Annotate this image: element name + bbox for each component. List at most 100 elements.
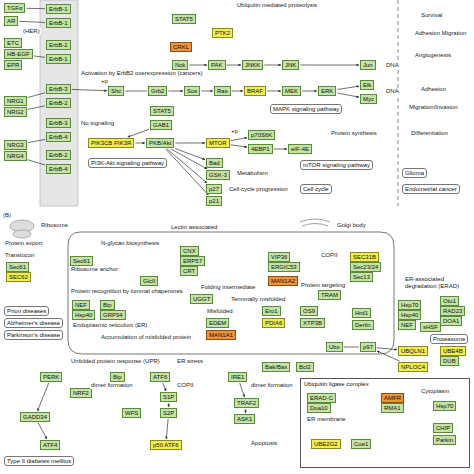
gene-box: Elk [360, 80, 374, 90]
node-label: AR [7, 17, 15, 25]
pathway-connector [26, 8, 45, 9]
annotation-text: Adhesion Migration [414, 30, 467, 37]
annotation-text: Terminally misfolded [230, 296, 286, 303]
gene-box: ErbB-1 [46, 18, 71, 28]
gene-box: ErbB-2 [46, 150, 71, 160]
node-label: SEC31B [353, 253, 376, 261]
gene-box: Sec13 [350, 272, 373, 282]
node-label: GRP94 [103, 311, 123, 319]
pathway-box: Type II diabetes mellitus [4, 456, 74, 466]
node-label: mTOR signaling pathway [303, 161, 370, 169]
ribosome-symbol [13, 230, 31, 238]
pathway-connector [28, 139, 45, 142]
node-label: GSK-3 [209, 171, 227, 179]
node-label: Sec61 [73, 257, 90, 265]
node-label: HB-EGF [7, 50, 30, 58]
gene-box: Ubx [326, 342, 343, 352]
pathway-connector [125, 91, 147, 92]
node-label: Grb2 [151, 87, 164, 95]
gene-box: Otu1 [440, 296, 459, 306]
node-label: Nck [175, 61, 185, 69]
node-label: ERP57 [183, 257, 202, 265]
node-label: PERK [43, 373, 59, 381]
node-label: BRAF [247, 87, 263, 95]
node-label: UBE4B [443, 347, 463, 355]
node-label: NRG4 [7, 152, 24, 160]
node-label: Glioma [405, 169, 424, 177]
node-label: STAT5 [153, 107, 171, 115]
gene-box: ERGIC53 [268, 262, 300, 272]
gene-box: Hrd1 [352, 308, 371, 318]
gene-box: Grb2 [148, 86, 167, 96]
gene-box: NRG1 [4, 96, 27, 106]
node-label: STAT5 [175, 15, 193, 23]
gene-box: GADD34 [20, 412, 50, 422]
gene-box: ErbB-1 [46, 54, 71, 64]
node-label: UBQLN1 [401, 347, 425, 355]
gene-box: EDEM [206, 318, 229, 328]
gene-box: ErbB-1 [46, 4, 71, 14]
gene-box: NRG4 [4, 151, 27, 161]
pathway-box: MAPK signaling pathway [270, 104, 342, 114]
pathway-connector [274, 149, 287, 150]
gene-box: TGFα [4, 3, 25, 13]
node-label: ErbB-4 [49, 165, 68, 173]
gene-box: JNK [282, 60, 299, 70]
pathway-connector [37, 383, 48, 411]
node-label: OS9 [303, 307, 315, 315]
pathway-connector [28, 160, 45, 165]
annotation-text: Activation by ErbB2 overexpression (canc… [80, 70, 203, 77]
node-label: ETC [7, 39, 19, 47]
annotation-text: Cytoplasm [420, 388, 450, 395]
gene-box: Sec61 [70, 256, 93, 266]
gene-box: Sos [184, 86, 200, 96]
node-label: NPLOC4 [401, 363, 425, 371]
gene-box: ATF4 [40, 440, 60, 450]
annotation-text: Angiogenesis [414, 52, 452, 59]
gene-box: RAD23 [440, 306, 465, 316]
gene-box: ATF6 [150, 372, 170, 382]
divider-line [398, 0, 399, 206]
pathway-connector [175, 143, 205, 144]
gene-box: Doa10 [307, 403, 331, 413]
pathway-connector [168, 91, 183, 92]
node-label: MEK [285, 87, 298, 95]
highlighted-gene-box: SEC31B [350, 252, 379, 262]
node-label: 4EBP1 [251, 145, 270, 153]
highlighted-gene-box: NPLOC4 [398, 362, 428, 372]
node-label: IRE1 [231, 373, 244, 381]
node-label: NRF2 [73, 389, 89, 397]
pathway-connector [264, 65, 281, 66]
pathway-box: Cell cycle [300, 184, 332, 194]
node-label: WFS [125, 409, 138, 417]
node-label: Sec23/24 [353, 263, 378, 271]
gene-box: ASK1 [234, 414, 255, 424]
gene-box: PKB/Akt [146, 138, 174, 148]
annotation-text: DNA [385, 62, 400, 69]
annotation-text: Ribosome [40, 222, 69, 229]
node-label: Elk [363, 81, 371, 89]
node-label: Shc [111, 87, 121, 95]
pathway-connector [231, 145, 247, 147]
pathway-connector [167, 149, 207, 183]
node-label: EPR [7, 61, 19, 69]
gene-box: STAT5 [172, 14, 196, 24]
node-label: Myc [363, 95, 374, 103]
gene-box: DUB [440, 356, 459, 366]
gene-box: ETC [4, 38, 22, 48]
pathway-connector [128, 129, 149, 137]
gene-box: ErbB-3 [46, 84, 71, 94]
gene-box: Bip [110, 372, 125, 382]
node-label: ASK1 [237, 415, 252, 423]
gene-box: GlcII [140, 276, 158, 286]
node-label: NRG3 [7, 141, 24, 149]
node-label: ATF4 [43, 441, 57, 449]
pathway-connector [377, 348, 397, 350]
pathway-connector [28, 93, 45, 98]
gene-box: MEK [282, 86, 301, 96]
gene-box: OS9 [300, 306, 318, 316]
pathway-connector [240, 383, 245, 397]
gene-box: ERK [318, 86, 336, 96]
node-label: NEF [75, 301, 87, 309]
gene-box: AR [4, 16, 18, 26]
